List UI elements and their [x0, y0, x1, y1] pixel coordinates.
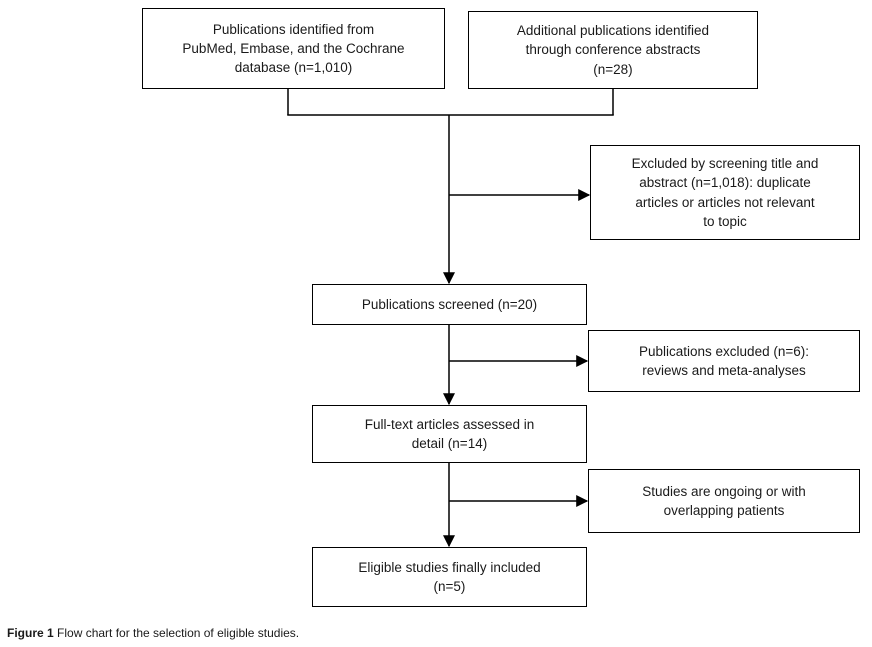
box-excluded-ongoing: Studies are ongoing or with overlapping …: [588, 469, 860, 533]
box-fulltext-assessed: Full-text articles assessed in detail (n…: [312, 405, 587, 463]
box-publications-excluded-reviews: Publications excluded (n=6): reviews and…: [588, 330, 860, 392]
box-fulltext-assessed-text: Full-text articles assessed in detail (n…: [364, 416, 535, 451]
box-excluded-screening: Excluded by screening title and abstract…: [590, 145, 860, 240]
box-eligible-included-text: Eligible studies finally included (n=5): [358, 559, 541, 594]
box-publications-identified-databases-text: Publications identified from PubMed, Emb…: [182, 21, 405, 76]
figure-caption-text: Flow chart for the selection of eligible…: [53, 626, 300, 640]
box-excluded-screening-text: Excluded by screening title and abstract…: [631, 156, 819, 229]
figure-caption-label: Figure 1: [7, 626, 54, 640]
box-publications-screened: Publications screened (n=20): [312, 284, 587, 325]
box-publications-identified-conference: Additional publications identified throu…: [468, 11, 758, 89]
box-publications-excluded-reviews-text: Publications excluded (n=6): reviews and…: [639, 343, 809, 378]
box-publications-identified-databases: Publications identified from PubMed, Emb…: [142, 8, 445, 89]
box-excluded-ongoing-text: Studies are ongoing or with overlapping …: [642, 483, 806, 518]
box-eligible-included: Eligible studies finally included (n=5): [312, 547, 587, 607]
box-publications-screened-text: Publications screened (n=20): [361, 296, 538, 312]
box-publications-identified-conference-text: Additional publications identified throu…: [516, 23, 710, 77]
figure-caption: Figure 1 Flow chart for the selection of…: [7, 626, 299, 642]
